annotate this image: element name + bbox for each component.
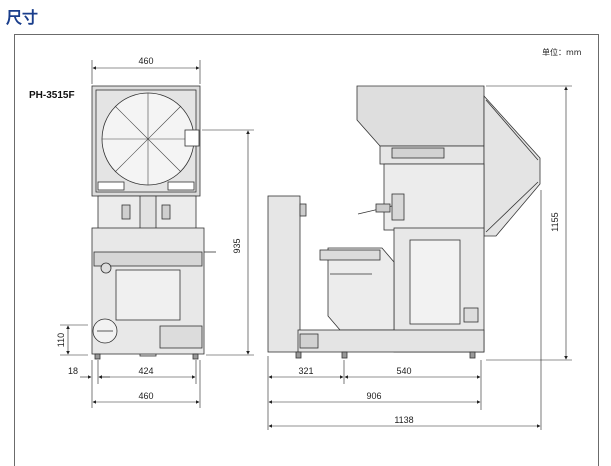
front-view (91, 85, 216, 360)
dim-base-height: 110 (56, 333, 66, 347)
dim-depth: 906 (366, 391, 381, 401)
dim-total-height: 1155 (550, 212, 560, 231)
page-title: 尺寸 (6, 8, 39, 27)
dim-front-height: 935 (232, 238, 242, 253)
dim-overall-length: 1138 (394, 415, 413, 425)
dim-front-depth: 321 (298, 366, 313, 376)
front-dimensions (60, 60, 254, 408)
dim-left-offset: 18 (68, 366, 78, 376)
side-dimensions (267, 85, 572, 430)
side-view (267, 85, 541, 359)
model-label: PH-3515F (29, 90, 75, 101)
dim-rear-depth: 540 (396, 366, 411, 376)
drawing-frame (14, 34, 599, 466)
dim-top-width: 460 (138, 56, 153, 66)
dim-bottom-width: 460 (138, 391, 153, 401)
dim-base-width: 424 (138, 366, 153, 376)
unit-label: 单位：mm (542, 48, 582, 57)
